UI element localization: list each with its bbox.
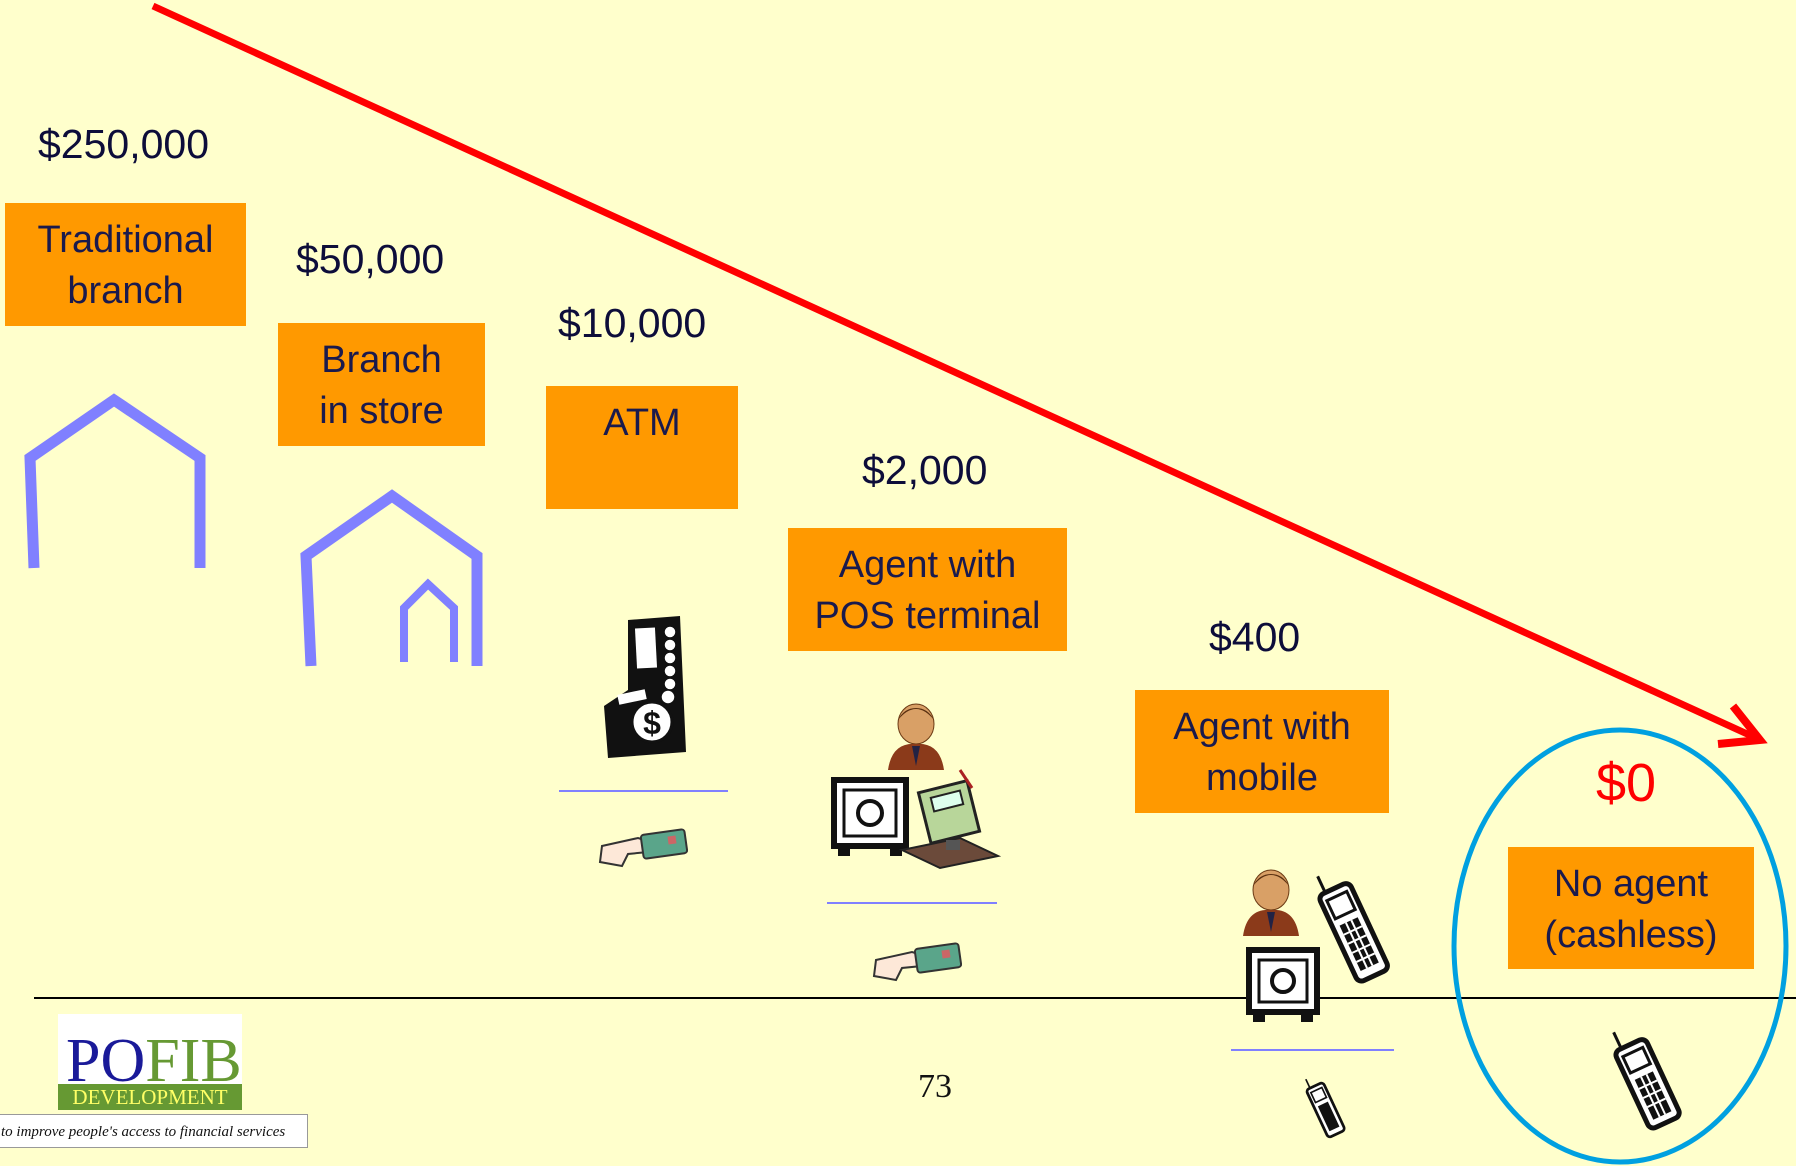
label-line: Branch [321, 339, 442, 381]
safe-icon-mobile [1246, 947, 1320, 1022]
label-line: Agent with [838, 544, 1017, 586]
label-line: branch [67, 270, 184, 312]
label-line: No agent [1553, 863, 1709, 905]
pos-terminal-icon [898, 769, 1002, 870]
label-atm: ATM [546, 386, 738, 509]
mobile-phone-icon-cashless [1612, 1031, 1682, 1131]
label-agent-pos: Agent with POS terminal [788, 528, 1067, 651]
mobile-phone-icon-agent [1316, 875, 1390, 984]
label-agent-mobile: Agent with mobile [1135, 690, 1389, 813]
label-line: Agent with [1173, 706, 1351, 748]
logo-po-text: PO [66, 1027, 146, 1095]
price-agent-pos: $2,000 [862, 447, 988, 493]
logo-wordmark: POFIB [66, 1030, 242, 1092]
cashless-highlight-circle [1451, 727, 1789, 1165]
house-icon-traditional-branch [24, 393, 206, 569]
agent-person-icon-mobile [1243, 869, 1299, 936]
label-line: (cashless) [1544, 914, 1718, 956]
atm-machine-icon: $ [604, 616, 686, 758]
safe-icon-pos [831, 777, 909, 856]
pofib-logo: POFIB DEVELOPMENT [58, 1014, 242, 1110]
svg-text:$: $ [643, 705, 661, 741]
agent-person-icon-pos [888, 703, 944, 770]
logo-fib-text: FIB [145, 1027, 242, 1095]
mobile-phone-icon-small [1305, 1078, 1346, 1139]
declining-cost-arrow [151, 2, 1768, 748]
price-traditional-branch: $250,000 [38, 121, 210, 167]
price-atm: $10,000 [558, 300, 707, 346]
hand-card-icon-atm [598, 828, 689, 868]
price-no-agent: $0 [1596, 753, 1657, 813]
logo-sub-text: DEVELOPMENT [58, 1084, 242, 1110]
label-no-agent: No agent (cashless) [1508, 847, 1754, 969]
price-branch-in-store: $50,000 [296, 236, 445, 282]
label-line: in store [319, 390, 444, 432]
page-number: 73 [918, 1068, 952, 1105]
label-line: ATM [603, 402, 681, 444]
house-icon-branch-in-store [300, 489, 483, 667]
label-line: mobile [1206, 757, 1318, 799]
label-line: POS terminal [814, 595, 1041, 637]
logo-tagline: to improve people's access to financial … [0, 1114, 308, 1148]
label-traditional-branch: Traditional branch [5, 203, 246, 326]
hand-card-icon-pos [872, 942, 963, 982]
price-agent-mobile: $400 [1209, 614, 1301, 660]
label-line: Traditional [37, 219, 214, 261]
label-branch-in-store: Branch in store [278, 323, 485, 446]
